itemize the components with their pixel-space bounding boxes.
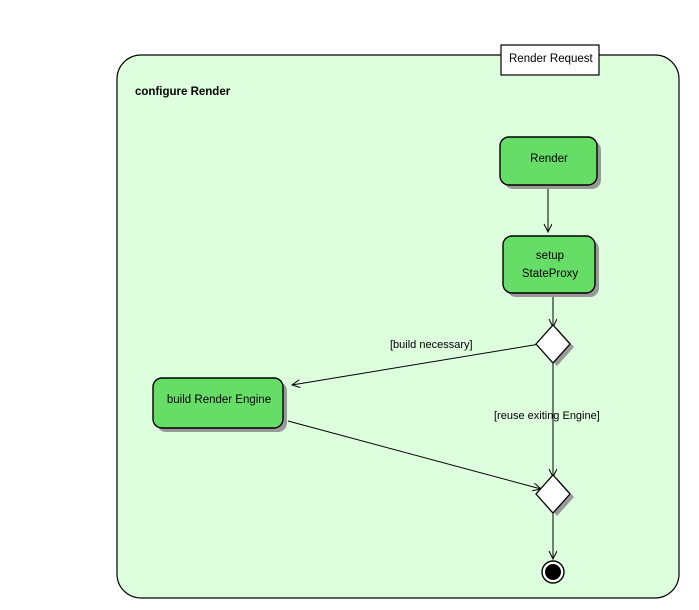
edge-build-to-merge: [287, 420, 541, 489]
merge-body: [535, 474, 571, 514]
frame-tab: [500, 44, 600, 76]
node-setup-body: [502, 235, 596, 294]
activity-frame: [116, 54, 680, 599]
guard-label-build-necessary: [build necessary]: [390, 339, 473, 351]
decision-body: [535, 324, 571, 364]
node-render[interactable]: [499, 136, 601, 189]
node-render-body: [499, 136, 598, 186]
node-build-body: [152, 377, 284, 429]
node-setup-state-proxy[interactable]: [502, 235, 599, 297]
edge-decision-to-build: [292, 343, 541, 385]
node-setup-state-proxy-label: setup StateProxy: [504, 248, 596, 284]
frame-tab-box: [500, 44, 600, 76]
decision-node[interactable]: [535, 324, 574, 366]
node-setup-line-1: setup: [535, 250, 565, 262]
node-setup-line-2: StateProxy: [521, 267, 579, 280]
final-node[interactable]: [541, 560, 565, 584]
merge-node[interactable]: [535, 474, 574, 516]
node-build-render-engine-label: build Render Engine: [166, 394, 272, 406]
node-build-render-engine[interactable]: [152, 377, 287, 432]
frame-tab-label: Render Request: [509, 53, 593, 65]
final-node-core: [545, 564, 561, 580]
guard-label-reuse-existing: [reuse exiting Engine]: [494, 410, 600, 422]
node-render-label: Render: [530, 153, 568, 165]
frame-body: [116, 54, 680, 599]
edges-layer: [287, 189, 553, 559]
frame-title-label: configure Render: [135, 86, 231, 98]
